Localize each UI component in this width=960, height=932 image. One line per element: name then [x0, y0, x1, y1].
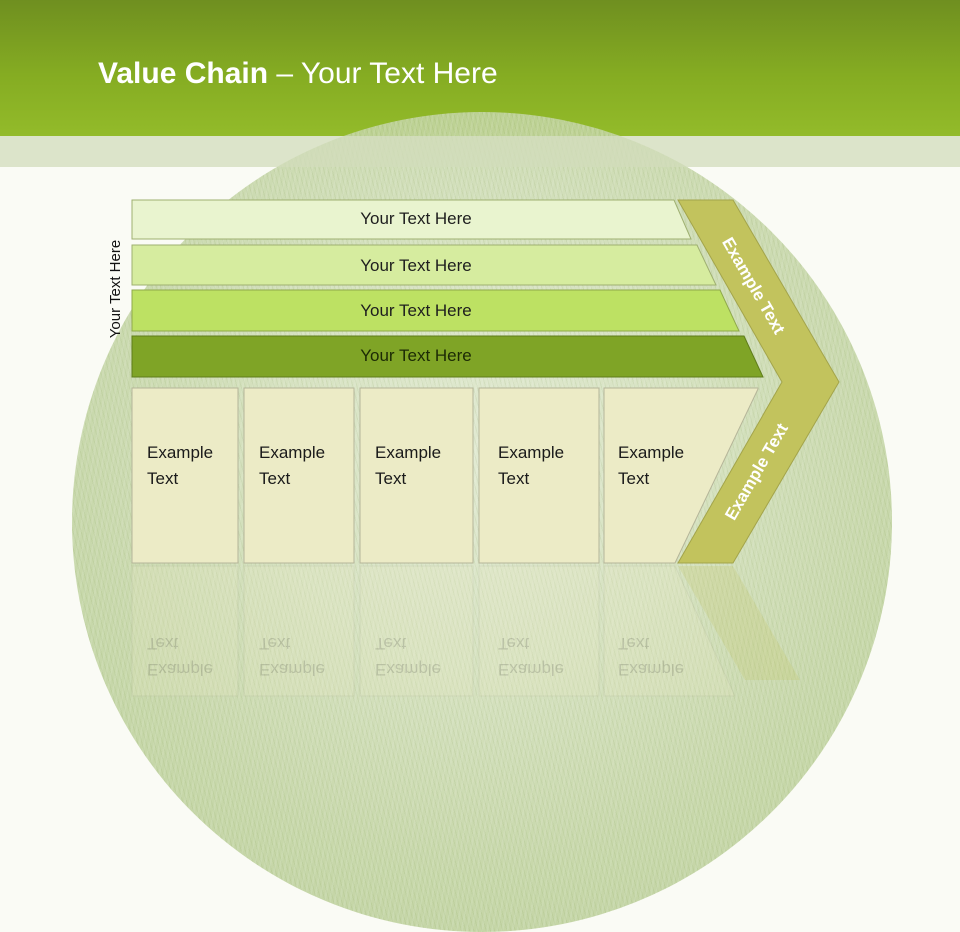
- box-3-shape[interactable]: [359, 387, 474, 564]
- box-4-reflection: [478, 565, 600, 697]
- reflection-group: [131, 565, 800, 697]
- box-4-shape[interactable]: [478, 387, 600, 564]
- bar-1-shape[interactable]: [131, 199, 692, 240]
- box-3-label-reflection: Example Text: [375, 630, 475, 682]
- box-1-line1-reflection: Example: [147, 660, 214, 679]
- box-1-reflection: [131, 565, 239, 697]
- header-strip: [0, 136, 960, 167]
- chevron-reflection: [678, 566, 800, 680]
- bar-2-label: Your Text Here: [360, 256, 472, 275]
- page-title: Value Chain – Your Text Here: [98, 54, 498, 94]
- box-3-line1-reflection: Example: [375, 660, 442, 679]
- box-2-shape[interactable]: [243, 387, 355, 564]
- box-3-line2-reflection: Text: [375, 634, 407, 653]
- box-2-line2: Text: [259, 469, 291, 488]
- box-1-line2: Text: [147, 469, 179, 488]
- box-5-shape[interactable]: [603, 387, 759, 564]
- box-2-line1-reflection: Example: [259, 660, 326, 679]
- box-4-label-reflection: Example Text: [498, 630, 598, 682]
- box-1-shape[interactable]: [131, 387, 239, 564]
- bar-4-label: Your Text Here: [360, 346, 472, 365]
- box-1-label-reflection: Example Text: [147, 630, 247, 682]
- box-3-reflection: [359, 565, 474, 697]
- box-4-line1-reflection: Example: [498, 660, 565, 679]
- box-3-line1: Example: [375, 443, 442, 462]
- box-5-reflection: [603, 565, 736, 697]
- bar-1-label: Your Text Here: [360, 209, 472, 228]
- bar-2-shape[interactable]: [131, 244, 717, 286]
- box-5-label-reflection: Example Text: [618, 630, 718, 682]
- bar-3-shape[interactable]: [131, 289, 740, 332]
- box-2-label-reflection: Example Text: [259, 630, 359, 682]
- box-5-line2-reflection: Text: [618, 634, 650, 653]
- box-3-line2: Text: [375, 469, 407, 488]
- box-4-line2: Text: [498, 469, 530, 488]
- title-rest: – Your Text Here: [268, 57, 498, 90]
- chevron-shape[interactable]: [677, 199, 840, 564]
- box-5-line1: Example: [618, 443, 685, 462]
- bar-4-shape[interactable]: [131, 335, 764, 378]
- box-1-line2-reflection: Text: [147, 634, 179, 653]
- box-2-line1: Example: [259, 443, 326, 462]
- box-1-line1: Example: [147, 443, 214, 462]
- box-5-line2: Text: [618, 469, 650, 488]
- box-4-line1: Example: [498, 443, 565, 462]
- box-4-line2-reflection: Text: [498, 634, 530, 653]
- box-2-line2-reflection: Text: [259, 634, 291, 653]
- title-bold: Value Chain: [98, 57, 269, 90]
- box-5-line1-reflection: Example: [618, 660, 685, 679]
- value-chain-diagram: [131, 199, 840, 697]
- bar-3-label: Your Text Here: [360, 301, 472, 320]
- box-2-reflection: [243, 565, 355, 697]
